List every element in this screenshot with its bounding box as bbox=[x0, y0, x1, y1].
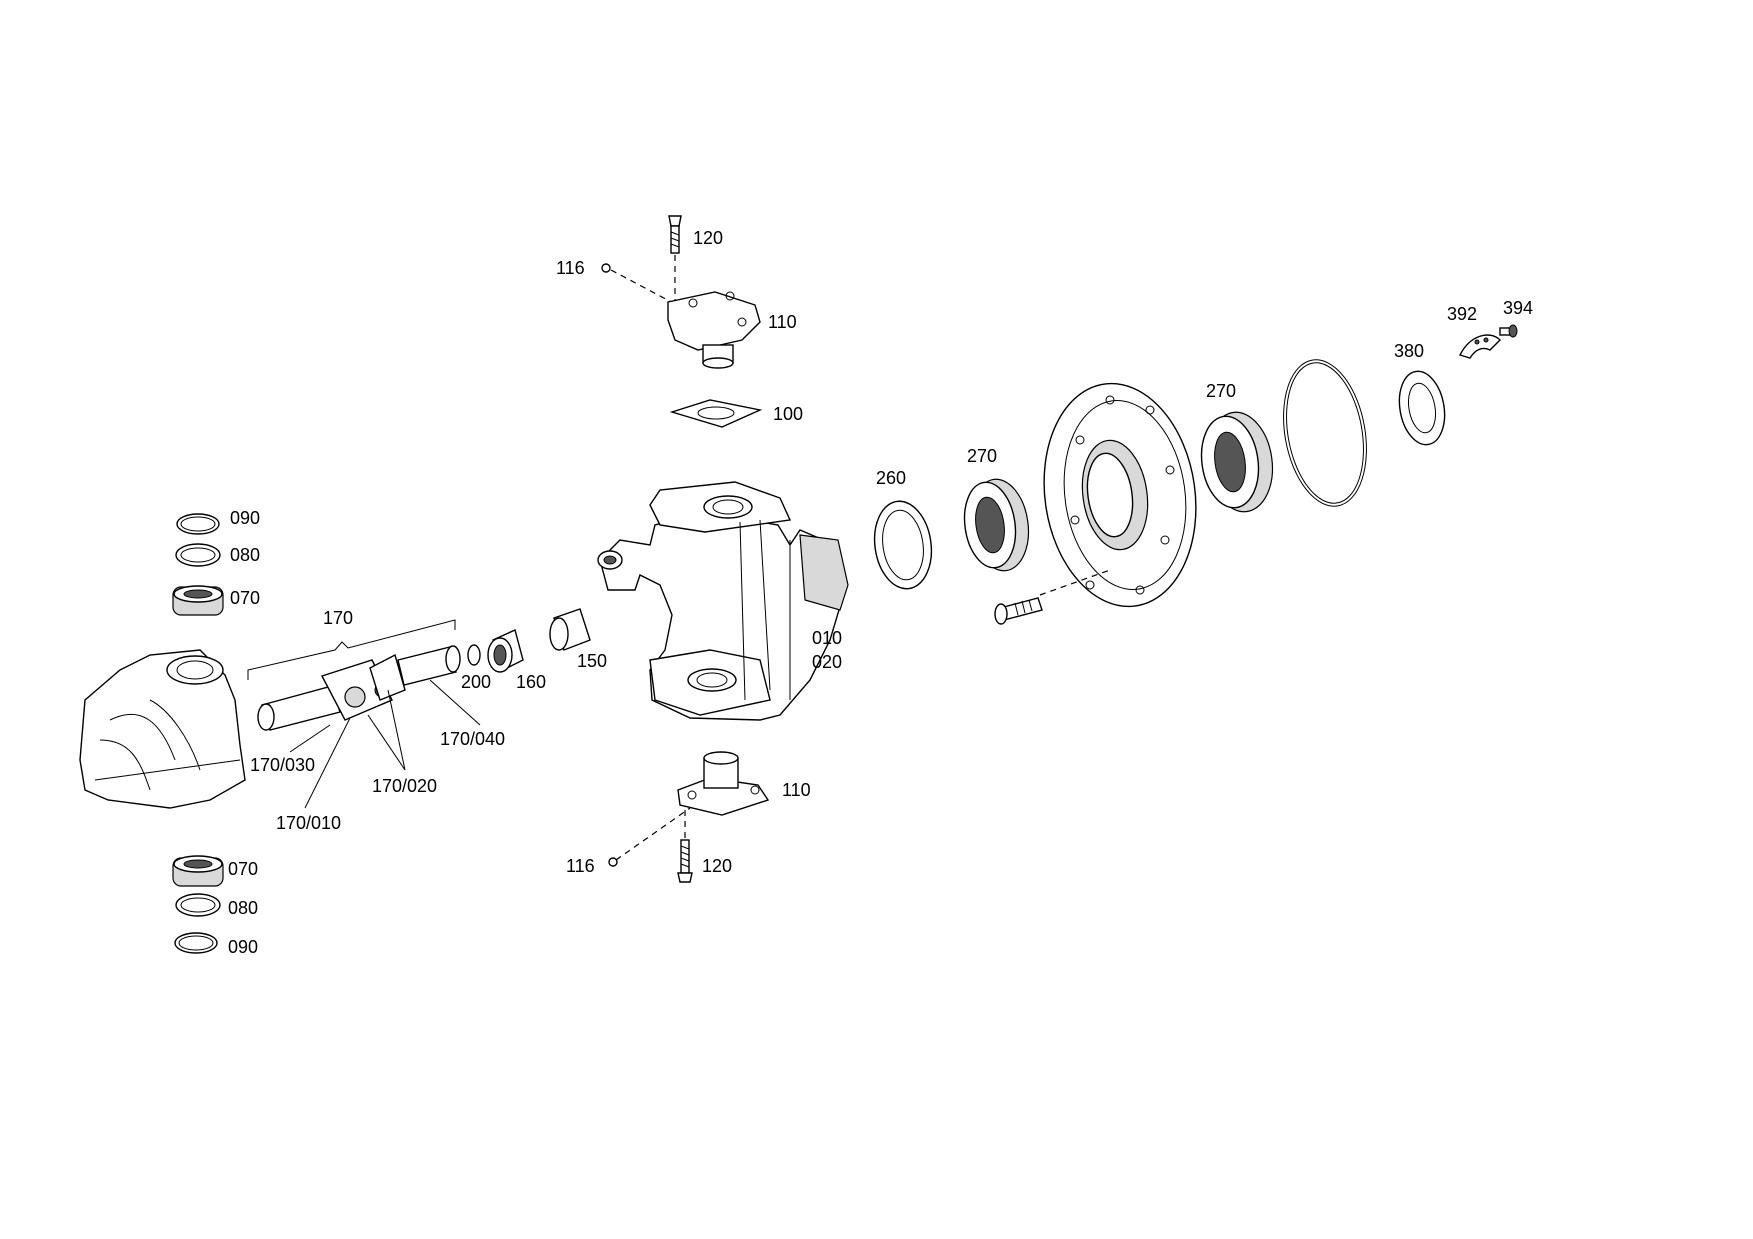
gasket-100 bbox=[669, 399, 763, 428]
label-116-bottom: 116 bbox=[566, 856, 595, 876]
seal-160 bbox=[487, 629, 524, 673]
label-170-040: 170/040 bbox=[440, 729, 505, 749]
label-010: 010 bbox=[812, 628, 842, 648]
label-260: 260 bbox=[876, 468, 906, 488]
label-160: 160 bbox=[516, 672, 546, 692]
label-070-top: 070 bbox=[230, 588, 260, 608]
drive-shaft-170 bbox=[257, 645, 461, 731]
label-270-a: 270 bbox=[967, 446, 997, 466]
leader-170-040 bbox=[429, 679, 481, 726]
label-150: 150 bbox=[577, 651, 607, 671]
label-110-bottom: 110 bbox=[782, 780, 811, 800]
leader-116-top bbox=[610, 269, 678, 306]
label-392: 392 bbox=[1447, 304, 1477, 324]
bearing-270-a bbox=[963, 478, 1030, 572]
label-090-top: 090 bbox=[230, 508, 260, 528]
label-080-bottom: 080 bbox=[228, 898, 258, 918]
label-270-b: 270 bbox=[1206, 381, 1236, 401]
bolt-120-top bbox=[668, 215, 682, 254]
leader-stud bbox=[1039, 569, 1111, 596]
label-380: 380 bbox=[1394, 341, 1424, 361]
label-090-bottom: 090 bbox=[228, 937, 258, 957]
label-070-bottom: 070 bbox=[228, 859, 258, 879]
leader-170-010 bbox=[304, 717, 351, 809]
ring-090-bottom bbox=[174, 932, 218, 954]
label-120-bottom: 120 bbox=[702, 856, 732, 876]
grease-nipple-116-top bbox=[601, 263, 611, 273]
snap-ring-200 bbox=[467, 644, 481, 666]
label-200: 200 bbox=[461, 672, 491, 692]
wheel-stud bbox=[994, 597, 1043, 625]
ring-080-bottom bbox=[175, 893, 221, 917]
wheel-hub bbox=[1043, 382, 1197, 608]
label-170-030: 170/030 bbox=[250, 755, 315, 775]
leader-170-020 bbox=[367, 689, 406, 771]
label-120-top: 120 bbox=[693, 228, 723, 248]
leader-170-030 bbox=[289, 724, 331, 753]
lock-plate-392 bbox=[1459, 334, 1501, 359]
label-110-top: 110 bbox=[768, 312, 797, 332]
bracket-170 bbox=[247, 619, 456, 680]
label-170-020: 170/020 bbox=[372, 776, 437, 796]
ring-080-top bbox=[175, 543, 221, 567]
label-116-top: 116 bbox=[556, 258, 585, 278]
pin-cap-110-bottom bbox=[677, 751, 770, 816]
label-100: 100 bbox=[773, 404, 803, 424]
bolt-120-bottom bbox=[677, 839, 693, 883]
leader-116-bottom bbox=[615, 807, 691, 861]
seal-ring-260 bbox=[873, 500, 933, 590]
slotted-nut-380 bbox=[1398, 370, 1446, 446]
steering-knuckle-010-020 bbox=[597, 481, 849, 721]
pin-cap-110-top bbox=[667, 291, 761, 369]
bushing-150 bbox=[549, 608, 591, 651]
label-394: 394 bbox=[1503, 298, 1533, 318]
bearing-270-b bbox=[1200, 411, 1274, 513]
ring-090-top bbox=[176, 513, 220, 535]
o-ring bbox=[1283, 359, 1367, 507]
label-020: 020 bbox=[812, 652, 842, 672]
label-170: 170 bbox=[323, 608, 353, 628]
grease-nipple-116-bottom bbox=[608, 857, 618, 867]
axle-housing bbox=[79, 649, 246, 809]
bearing-070-top bbox=[172, 585, 224, 616]
screw-394 bbox=[1499, 324, 1518, 338]
bearing-070-bottom bbox=[172, 855, 224, 887]
label-170-010: 170/010 bbox=[276, 813, 341, 833]
label-080-top: 080 bbox=[230, 545, 260, 565]
